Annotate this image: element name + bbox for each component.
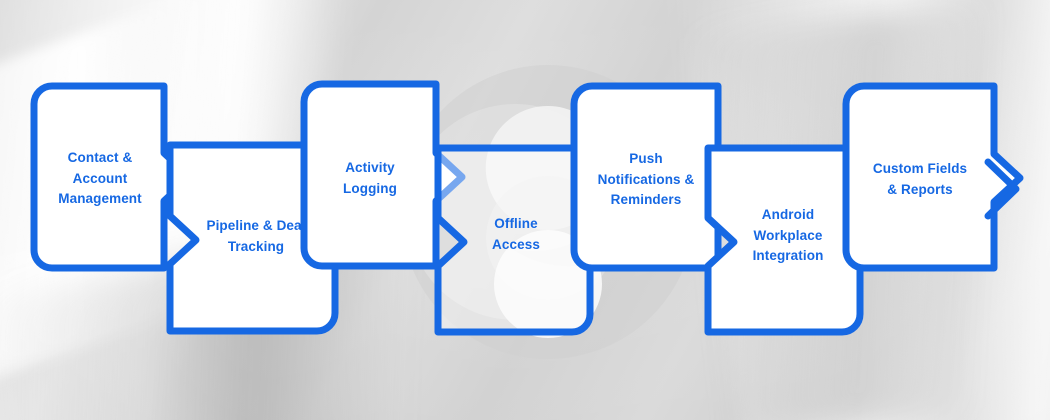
flow-connector-end: [982, 156, 1026, 222]
